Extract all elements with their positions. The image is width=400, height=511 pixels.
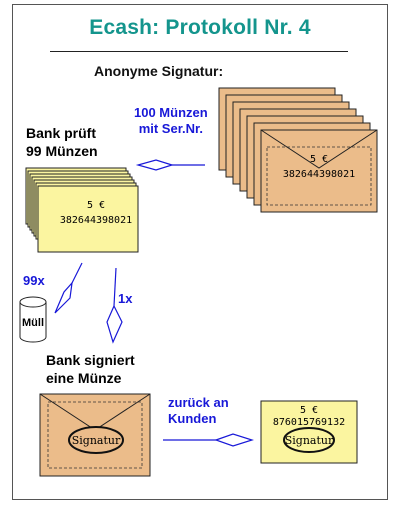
coins-sent-label-line1: 100 Münzen [134, 105, 208, 120]
bank-signs-label-line2: eine Münze [46, 370, 122, 386]
arrow-to-bank [135, 159, 205, 171]
arrow-to-customer [163, 433, 254, 447]
bank-checks-label-line1: Bank prüft [26, 125, 96, 141]
trash-label: Müll [22, 317, 44, 329]
page-title: Ecash: Protokoll Nr. 4 [89, 16, 311, 39]
signed-coin-value: 5 € [300, 405, 318, 416]
return-label-line1: zurück an [168, 395, 229, 410]
section-subtitle: Anonyme Signatur: [94, 63, 224, 79]
signed-coin [260, 400, 358, 464]
coins-sent-label: 100 Münzen mit Ser.Nr. [134, 105, 208, 137]
envelope-coin-value: 5 € [310, 154, 328, 165]
coins-sent-label-line2: mit Ser.Nr. [138, 121, 203, 136]
return-to-customer-label: zurück an Kunden [168, 395, 229, 427]
discard-count-label: 99x [23, 273, 45, 288]
coin-stack [25, 167, 139, 253]
trash-can [19, 296, 47, 343]
arrow-to-signing [106, 267, 123, 344]
envelope-signature-text: Signatur [72, 434, 121, 447]
bank-checks-label-line2: 99 Münzen [26, 143, 98, 159]
envelope-stack [218, 87, 378, 213]
signed-coin-serial-number: 876015769132 [273, 417, 345, 428]
bank-signs-label: Bank signiert eine Münze [46, 351, 135, 387]
bank-signs-label-line1: Bank signiert [46, 352, 135, 368]
slide-frame [12, 4, 388, 500]
coin-stack-serial-number: 382644398021 [60, 215, 132, 226]
coin-stack-value: 5 € [87, 200, 105, 211]
signed-envelope [39, 393, 151, 477]
envelope-serial-number: 382644398021 [283, 169, 355, 180]
signed-coin-signature-text: Signatur [285, 434, 334, 447]
title-underline [50, 51, 348, 52]
return-label-line2: Kunden [168, 411, 217, 426]
arrow-to-trash [54, 262, 83, 314]
bank-checks-label: Bank prüft 99 Münzen [26, 124, 98, 160]
one-x-label: 1x [118, 291, 133, 306]
